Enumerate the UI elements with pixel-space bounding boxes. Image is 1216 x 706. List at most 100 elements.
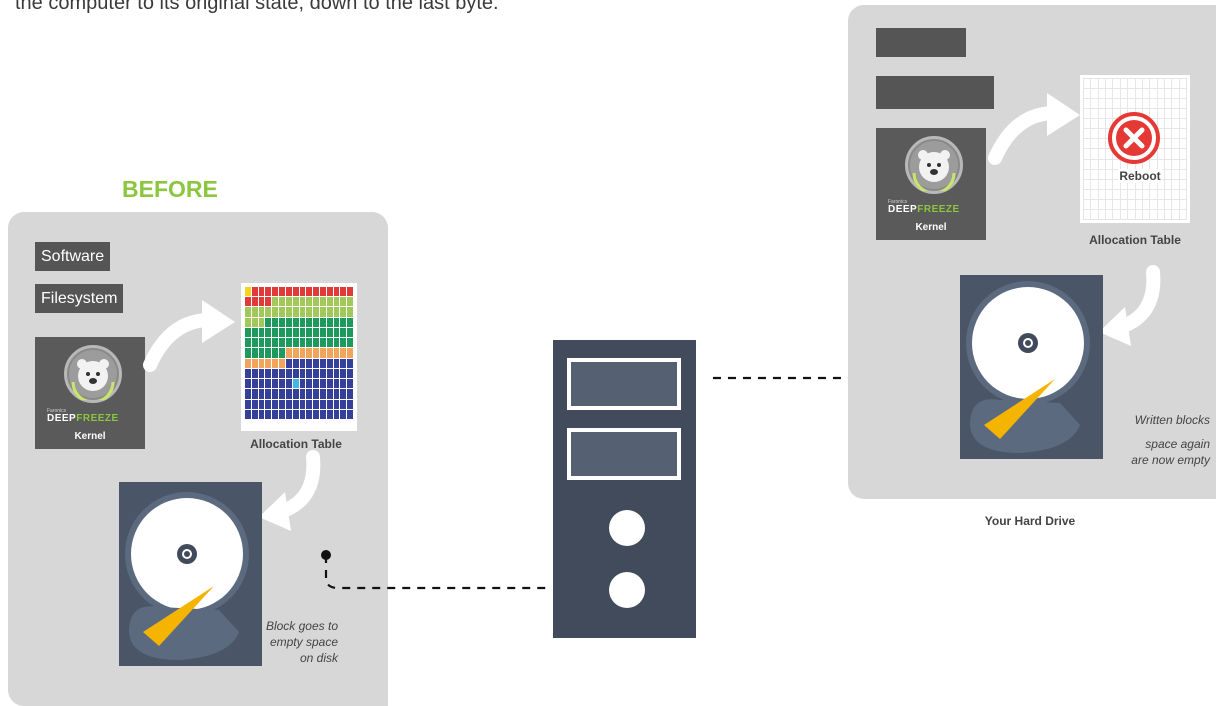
allocation-block: [1105, 108, 1114, 120]
allocation-block: [245, 389, 251, 399]
allocation-block: [1112, 208, 1121, 220]
allocation-block: [1082, 178, 1092, 190]
allocation-block: [1141, 178, 1151, 190]
allocation-block: [313, 409, 319, 419]
allocation-block: [245, 327, 251, 338]
allocation-block: [1090, 98, 1099, 110]
allocation-block: [1105, 77, 1114, 90]
allocation-block: [265, 287, 272, 297]
allocation-block: [313, 389, 319, 399]
allocation-block: [333, 399, 340, 409]
allocation-block: [1119, 88, 1129, 100]
polar-bear-icon: [905, 136, 963, 194]
allocation-block: [1097, 128, 1107, 140]
allocation-block: [299, 379, 306, 389]
allocation-block: [265, 409, 272, 419]
allocation-block: [319, 297, 326, 307]
allocation-block: [251, 368, 258, 379]
allocation-block: [299, 287, 306, 297]
allocation-block: [251, 338, 258, 348]
allocation-block: [1090, 178, 1099, 190]
allocation-block: [306, 307, 313, 317]
allocation-block: [1156, 128, 1165, 140]
allocation-block: [1119, 198, 1129, 210]
allocation-block: [340, 297, 347, 307]
allocation-block: [1178, 138, 1188, 150]
allocation-block: [347, 399, 353, 409]
allocation-block: [1127, 158, 1136, 170]
allocation-block: [258, 348, 265, 358]
allocation-block: [1156, 178, 1165, 190]
filesystem-label: Filesystem: [35, 284, 124, 313]
allocation-block: [1156, 98, 1165, 110]
allocation-block: [333, 307, 340, 317]
allocation-block: [292, 317, 299, 327]
allocation-block: [347, 307, 353, 317]
allocation-block: [292, 307, 299, 317]
allocation-block: [1119, 158, 1129, 170]
allocation-block: [1090, 138, 1099, 150]
allocation-table-caption: Allocation Table: [1089, 233, 1181, 247]
allocation-block: [1090, 188, 1099, 200]
allocation-block: [265, 348, 272, 358]
allocation-block: [265, 368, 272, 379]
allocation-block: [279, 297, 285, 307]
allocation-block: [326, 287, 333, 297]
allocation-block: [319, 327, 326, 338]
polar-bear-icon: [64, 345, 122, 403]
allocation-block: [1163, 208, 1173, 220]
allocation-block: [272, 338, 279, 348]
allocation-block: [1149, 198, 1158, 210]
allocation-block: [299, 327, 306, 338]
allocation-block: [285, 287, 292, 297]
allocation-block: [313, 379, 319, 389]
allocation-block: [245, 379, 251, 389]
allocation-block: [265, 399, 272, 409]
allocation-block: [258, 379, 265, 389]
allocation-block: [340, 358, 347, 368]
allocation-block: [299, 389, 306, 399]
allocation-block: [1090, 118, 1099, 130]
allocation-block: [1141, 98, 1151, 110]
allocation-block: [1097, 98, 1107, 110]
allocation-block: [1119, 98, 1129, 110]
allocation-block: [1105, 198, 1114, 210]
allocation-block: [1090, 148, 1099, 160]
allocation-block: [265, 358, 272, 368]
allocation-block: [1163, 198, 1173, 210]
allocation-block: [340, 287, 347, 297]
allocation-block: [1097, 148, 1107, 160]
allocation-block: [306, 338, 313, 348]
allocation-block: [1163, 98, 1173, 110]
allocation-block: [251, 379, 258, 389]
allocation-block: [1090, 108, 1099, 120]
allocation-table-caption: Allocation Table: [250, 437, 342, 451]
hard-drive-icon: [960, 275, 1103, 459]
allocation-block: [319, 399, 326, 409]
allocation-block: [1156, 188, 1165, 200]
allocation-block: [292, 287, 299, 297]
allocation-block: [326, 338, 333, 348]
allocation-block: [299, 317, 306, 327]
allocation-block: [326, 409, 333, 419]
allocation-block: [1097, 178, 1107, 190]
allocation-block: [258, 287, 265, 297]
allocation-block: [1171, 188, 1180, 200]
allocation-block: [258, 307, 265, 317]
allocation-block: [279, 338, 285, 348]
allocation-block: [1149, 88, 1158, 100]
drive-bay: [567, 428, 681, 480]
allocation-block: [1178, 108, 1188, 120]
allocation-block: [306, 389, 313, 399]
allocation-block: [272, 348, 279, 358]
allocation-block: [319, 307, 326, 317]
allocation-block: [319, 338, 326, 348]
allocation-block: [272, 379, 279, 389]
allocation-block: [1090, 198, 1099, 210]
allocation-block: [1134, 158, 1143, 170]
allocation-block: [306, 327, 313, 338]
allocation-block: [292, 338, 299, 348]
software-label: Software: [35, 242, 111, 271]
allocation-block: [306, 317, 313, 327]
curved-arrow-icon: [259, 450, 321, 531]
